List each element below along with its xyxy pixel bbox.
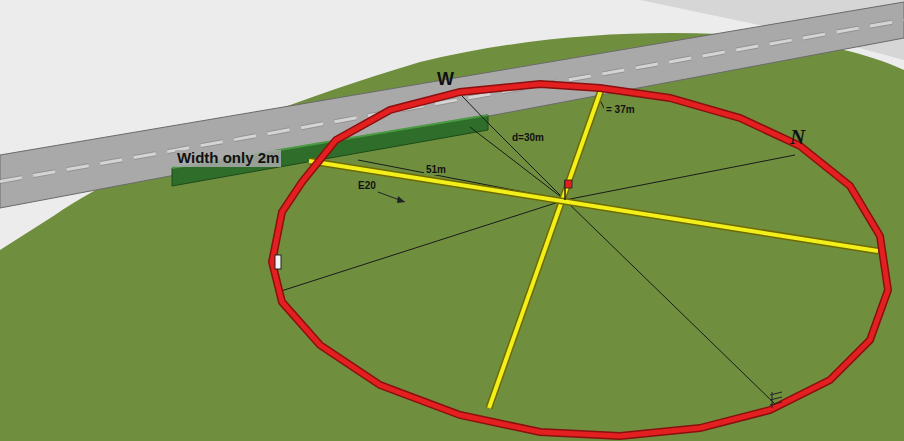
area-label: E20 [356, 180, 378, 191]
road-marking-shadow [0, 20, 904, 182]
grass-ground [0, 33, 904, 441]
centre-flag [565, 180, 572, 200]
dimension-label: = 37m [604, 104, 637, 115]
road [0, 2, 904, 208]
survey-lines [278, 96, 795, 405]
e20-leader [378, 192, 405, 203]
small-markers [275, 255, 782, 408]
dimension-label: 51m [424, 164, 448, 175]
compass-label: N [790, 126, 805, 149]
hedge-width-note: Width only 2m [175, 150, 281, 167]
yellow-axes [309, 90, 878, 408]
dimension-label: d=30m [510, 132, 546, 143]
red-circle-outline [272, 84, 888, 436]
red-circle [272, 84, 888, 436]
compass-label: W [437, 70, 454, 90]
road-markings [0, 20, 904, 182]
